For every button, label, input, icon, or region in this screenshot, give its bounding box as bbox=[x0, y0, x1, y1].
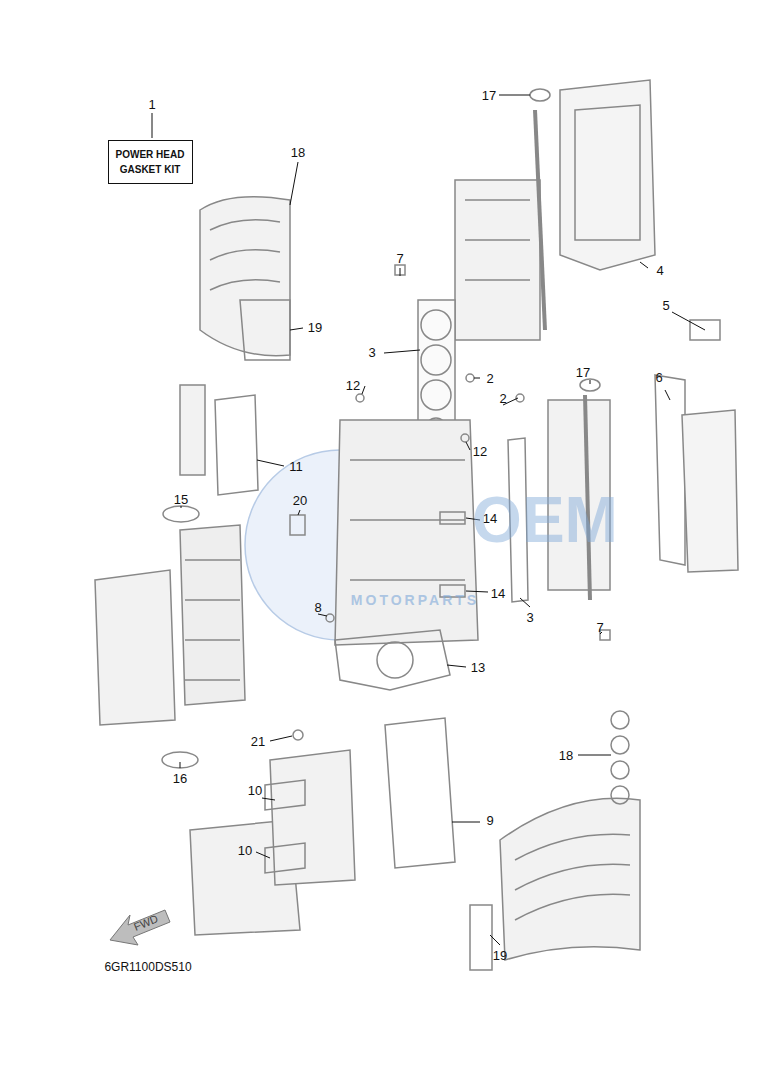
callout-number: 8 bbox=[314, 601, 321, 614]
callout-number: 11 bbox=[289, 460, 303, 473]
kit-label-box: POWER HEAD GASKET KIT bbox=[108, 140, 193, 184]
watermark: OEM bbox=[472, 488, 618, 552]
callout-number: 19 bbox=[493, 949, 507, 962]
watermark: MOTORPARTS bbox=[351, 593, 479, 607]
callout-number: 10 bbox=[238, 844, 252, 857]
callout-number: 9 bbox=[486, 814, 493, 827]
callout-number: 14 bbox=[491, 587, 505, 600]
callout-number: 12 bbox=[346, 379, 360, 392]
callout-number: 19 bbox=[308, 321, 322, 334]
callout-number: 3 bbox=[526, 611, 533, 624]
callout-number: 12 bbox=[473, 445, 487, 458]
callout-number: 15 bbox=[174, 493, 188, 506]
diagram-code: 6GR1100DS510 bbox=[104, 961, 191, 973]
callout-number: 7 bbox=[396, 252, 403, 265]
callout-number: 18 bbox=[559, 749, 573, 762]
callout-number: 10 bbox=[248, 784, 262, 797]
callout-number: 5 bbox=[662, 299, 669, 312]
callout-number: 2 bbox=[499, 392, 506, 405]
callout-number: 20 bbox=[293, 494, 307, 507]
callout-number: 21 bbox=[251, 735, 265, 748]
callout-number: 3 bbox=[368, 346, 375, 359]
callout-number: 1 bbox=[148, 98, 155, 111]
callout-number: 17 bbox=[482, 89, 496, 102]
callout-number: 16 bbox=[173, 772, 187, 785]
callout-number: 17 bbox=[576, 366, 590, 379]
callout-number: 6 bbox=[655, 371, 662, 384]
callout-number: 2 bbox=[486, 372, 493, 385]
callout-number: 13 bbox=[471, 661, 485, 674]
callout-number: 4 bbox=[656, 264, 663, 277]
kit-title: POWER HEAD GASKET KIT bbox=[113, 147, 188, 177]
callout-number: 7 bbox=[596, 621, 603, 634]
callout-number: 18 bbox=[291, 146, 305, 159]
